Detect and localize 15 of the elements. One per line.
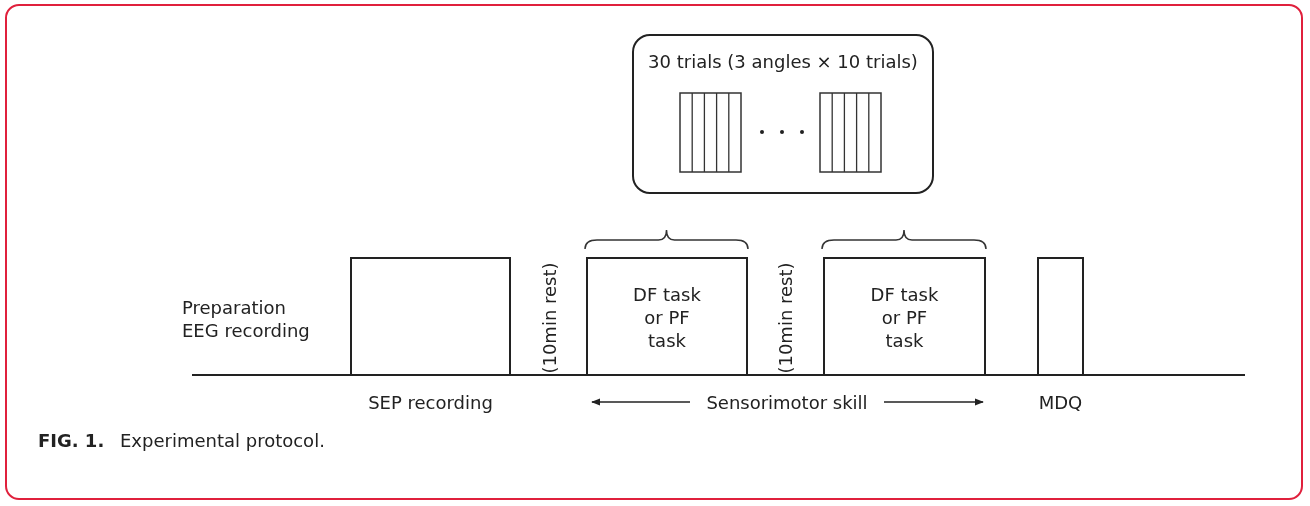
panel-heading: 30 trials (3 angles × 10 trials) xyxy=(647,50,919,73)
stage-label: SEP recording xyxy=(368,391,493,414)
session-box xyxy=(1037,257,1084,376)
task-label: DF task or PF task xyxy=(869,282,940,351)
figure-caption: FIG. 1. Experimental protocol. xyxy=(38,429,325,452)
rest-label: (10min rest) xyxy=(537,262,561,374)
stage-label: Preparation EEG recording xyxy=(182,296,311,342)
rest-label: (10min rest) xyxy=(773,262,797,374)
task-label: DF task or PF task xyxy=(632,282,702,351)
task-box xyxy=(823,257,986,376)
trial-block-panel xyxy=(632,34,934,194)
session-box xyxy=(350,257,511,376)
stage-label: MDQ xyxy=(1038,391,1083,414)
task-box xyxy=(586,257,748,376)
phase-label: Sensorimotor skill xyxy=(706,391,868,414)
